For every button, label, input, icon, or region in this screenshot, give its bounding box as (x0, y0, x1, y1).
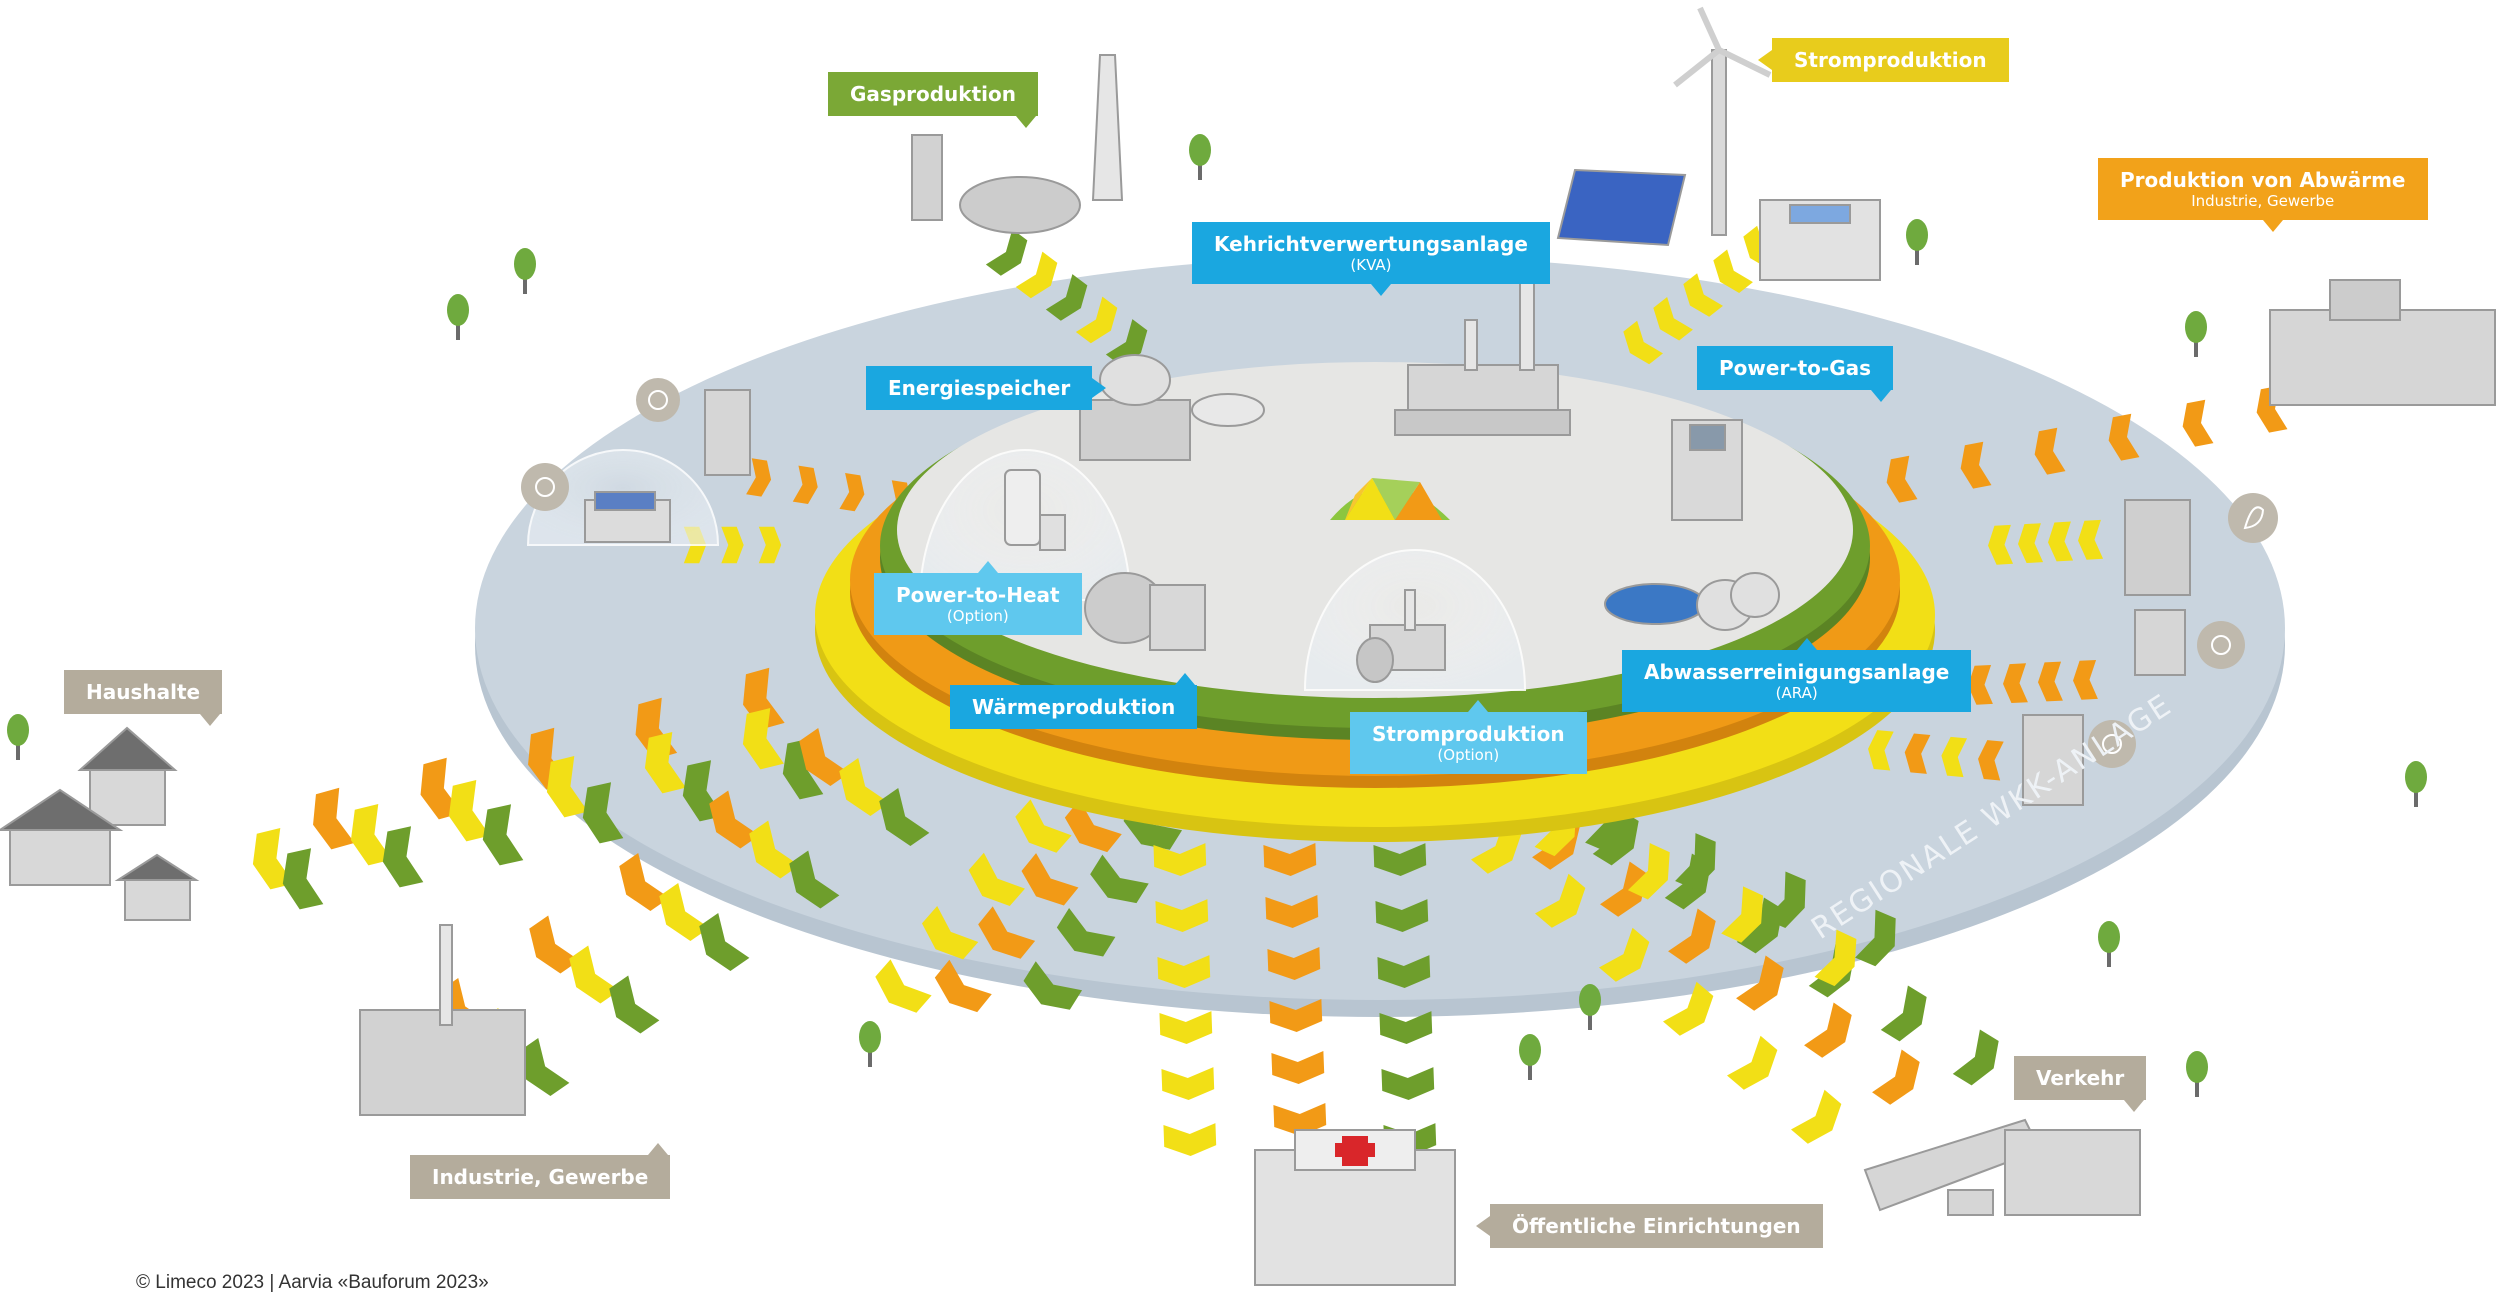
sun-icon (521, 463, 569, 511)
flow-arrow (305, 787, 355, 853)
tree (2098, 921, 2120, 967)
resource-icons (521, 378, 2278, 768)
flow-arrow (1163, 1123, 1217, 1157)
buildings (0, 6, 2496, 1286)
flow-arrow (868, 959, 932, 1021)
biomass-icon (2088, 720, 2136, 768)
tree (514, 248, 536, 294)
tree (447, 294, 469, 340)
label-stromproduktion-center: Stromproduktion (Option) (1350, 700, 1587, 774)
label-industrie-gewerbe: Industrie, Gewerbe (410, 1143, 671, 1199)
label-power-to-heat: Power-to-Heat (Option) (874, 561, 1082, 635)
tree (2405, 761, 2427, 807)
tree (1189, 134, 1211, 180)
flow-arrow (985, 229, 1035, 281)
flow-arrow (1381, 1067, 1435, 1101)
biomass-icon (2197, 621, 2245, 669)
flow-arrow (476, 804, 524, 868)
copyright-text: © Limeco 2023 | Aarvia «Bauforum 2023» (136, 1272, 489, 1293)
flow-arrow (276, 848, 324, 912)
flow-arrow (1804, 1002, 1860, 1064)
biomass-icon (636, 378, 680, 422)
flow-arrow (1159, 1011, 1213, 1045)
label-gasproduktion: Gasproduktion (828, 72, 1038, 128)
flow-arrow (520, 915, 580, 980)
label-produktion-abwaerme: Produktion von Abwärme Industrie, Gewerb… (2098, 158, 2428, 232)
flow-arrow (1880, 985, 1936, 1047)
label-kva: Kehrichtverwertungsanlage (KVA) (1192, 222, 1550, 296)
label-waermeproduktion: Wärmeproduktion (950, 673, 1198, 729)
tree (1906, 219, 1928, 265)
label-verkehr: Verkehr (2014, 1056, 2147, 1112)
leaf-icon (2228, 493, 2278, 543)
label-oeffentliche-einrichtungen: Öffentliche Einrichtungen (1476, 1204, 1823, 1248)
tree (7, 714, 29, 760)
flow-arrow (1952, 1029, 2008, 1091)
label-ara: Abwasserreinigungsanlage (ARA) (1622, 638, 1972, 712)
flow-arrow (1161, 1067, 1215, 1101)
label-stromproduktion-wind: Stromproduktion (1758, 38, 2009, 82)
flow-arrow (376, 826, 424, 890)
flow-arrow (1271, 1051, 1325, 1085)
geodesic-hub (1330, 478, 1450, 520)
flow-arrow (1727, 1035, 1785, 1097)
tree (859, 1021, 881, 1067)
tree (2185, 311, 2207, 357)
flow-arrow (1791, 1089, 1849, 1151)
flow-arrow (1872, 1049, 1928, 1111)
label-haushalte: Haushalte (64, 670, 223, 726)
label-power-to-gas: Power-to-Gas (1697, 346, 1894, 402)
flow-arrow (2178, 399, 2214, 449)
label-energiespeicher: Energiespeicher (866, 366, 1107, 410)
tree (1579, 984, 1601, 1030)
tree (2186, 1051, 2208, 1097)
tree (1519, 1034, 1541, 1080)
